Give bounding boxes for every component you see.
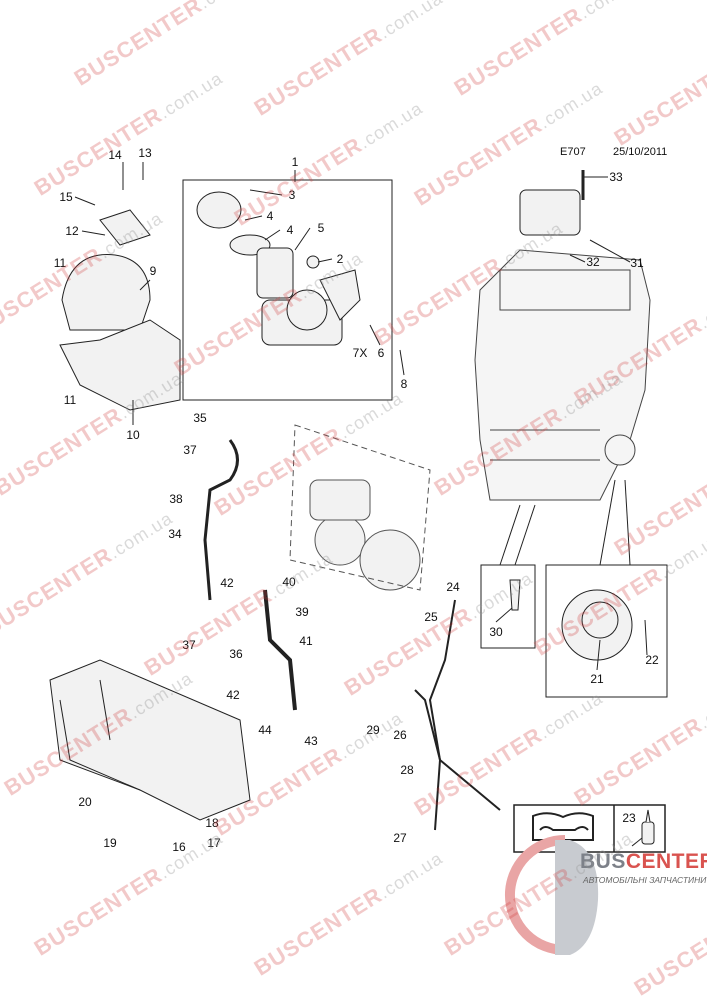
callout-8: 8	[400, 377, 408, 391]
callout-15: 15	[59, 190, 73, 204]
callout-5: 5	[317, 221, 325, 235]
callout-44: 44	[258, 723, 272, 737]
buscenter-logo-mark	[505, 835, 599, 955]
detail-frame-30	[480, 564, 536, 649]
callout-21: 21	[590, 672, 604, 686]
callout-20: 20	[78, 795, 92, 809]
oil-pan	[49, 659, 251, 821]
logo-tagline: АВТОМОБІЛЬНІ ЗАПЧАСТИНИ	[583, 875, 707, 885]
engine-block	[474, 249, 651, 501]
logo-brand-b: CENTER	[625, 850, 707, 873]
crankshaft-seal	[561, 589, 633, 661]
callout-22: 22	[645, 653, 659, 667]
callout-18: 18	[205, 816, 219, 830]
callout-32: 32	[586, 255, 600, 269]
oil-filter-housing	[196, 191, 361, 346]
callout-7X: 7X	[352, 346, 368, 360]
callout-36: 36	[229, 647, 243, 661]
callout-13: 13	[138, 146, 152, 160]
logo-brand-a: BUS	[580, 850, 626, 873]
callout-11: 11	[63, 393, 77, 407]
callout-40: 40	[282, 575, 296, 589]
callout-24: 24	[446, 580, 460, 594]
logo-text: BUSCENTER	[580, 850, 707, 874]
callout-11: 11	[53, 256, 67, 270]
callout-3: 3	[288, 188, 296, 202]
oil-feed-pipe	[203, 439, 239, 601]
sensor-part	[509, 579, 521, 611]
callout-38: 38	[169, 492, 183, 506]
top-housing-part	[519, 189, 581, 236]
callout-23: 23	[622, 811, 636, 825]
detail-frame-21	[545, 564, 668, 698]
turbocharger	[289, 424, 431, 591]
callout-42: 42	[226, 688, 240, 702]
leader-lines	[74, 162, 648, 671]
callout-35: 35	[193, 411, 207, 425]
callout-19: 19	[103, 836, 117, 850]
callout-2: 2	[336, 252, 344, 266]
callout-1: 1	[291, 155, 299, 169]
callout-4: 4	[286, 223, 294, 237]
drawing-date: 25/10/2011	[613, 146, 668, 158]
dipstick-tube	[414, 689, 442, 831]
callout-26: 26	[393, 728, 407, 742]
callout-29: 29	[366, 723, 380, 737]
sealant-tube-icon	[631, 809, 655, 847]
dipstick	[428, 599, 501, 811]
bracket	[99, 209, 151, 246]
drawing-code: E707	[560, 146, 586, 158]
callout-37: 37	[183, 443, 197, 457]
callout-31: 31	[630, 256, 644, 270]
callout-33: 33	[609, 170, 623, 184]
callout-4: 4	[266, 209, 274, 223]
callout-28: 28	[400, 763, 414, 777]
callout-12: 12	[65, 224, 79, 238]
book-wrench-icon	[532, 812, 594, 841]
callout-17: 17	[207, 836, 221, 850]
callout-6: 6	[377, 346, 385, 360]
callout-16: 16	[172, 840, 186, 854]
callout-25: 25	[424, 610, 438, 624]
callout-30: 30	[489, 625, 503, 639]
callout-34: 34	[168, 527, 182, 541]
callout-27: 27	[393, 831, 407, 845]
callout-14: 14	[108, 148, 122, 162]
oil-return-pipe	[263, 589, 297, 711]
callout-37: 37	[182, 638, 196, 652]
callout-42: 42	[220, 576, 234, 590]
detail-pointer-lines	[499, 479, 631, 566]
reference-box	[513, 804, 666, 853]
callout-9: 9	[149, 264, 157, 278]
callout-41: 41	[299, 634, 313, 648]
engine-cover	[59, 254, 181, 411]
callout-39: 39	[295, 605, 309, 619]
oil-filter-group-frame	[182, 179, 393, 401]
callout-43: 43	[304, 734, 318, 748]
callout-10: 10	[126, 428, 140, 442]
